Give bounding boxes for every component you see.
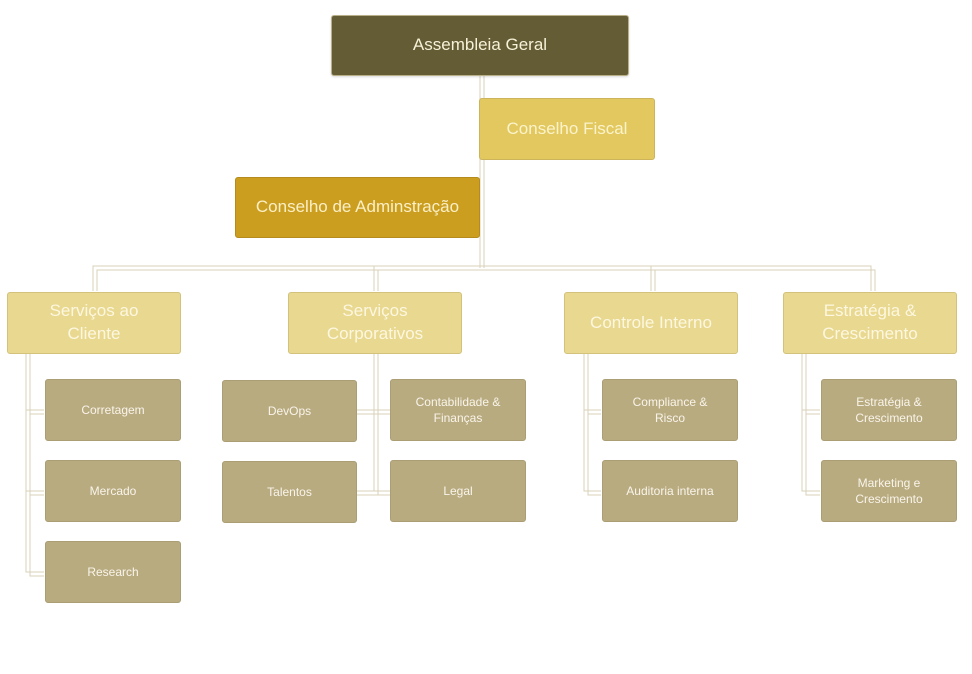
node-label-line1: Controle Interno <box>590 312 712 332</box>
node-label-line1: Mercado <box>89 483 137 498</box>
node-label: Conselho de Adminstração <box>255 197 460 217</box>
node-label-line1: Serviços <box>342 301 408 321</box>
node-label-line1: Corretagem <box>81 402 145 417</box>
unit-research: Research <box>45 541 181 603</box>
node-label-line1: Auditoria interna <box>626 483 714 498</box>
department-controle-interno: Controle Interno <box>564 292 738 354</box>
node-label-line2: Corporativos <box>326 324 424 343</box>
node-label: Conselho Fiscal <box>506 118 628 138</box>
bus-connector-shadow <box>96 269 876 291</box>
node-label-line1: Contabilidade & <box>415 394 501 409</box>
dept1-connector <box>25 354 44 573</box>
dept3-connector <box>583 354 601 492</box>
unit-devops: DevOps <box>222 380 357 442</box>
node-label-line1: Legal <box>443 483 473 498</box>
node-label-line1: Serviços ao <box>49 301 139 321</box>
unit-corretagem: Corretagem <box>45 379 181 441</box>
node-label-line1: Compliance & <box>632 394 708 409</box>
conselho-fiscal-node: Conselho Fiscal <box>479 98 655 160</box>
assembleia-geral-node: Assembleia Geral <box>331 15 629 76</box>
node-label-line2: Crescimento <box>855 411 923 425</box>
unit-mercado: Mercado <box>45 460 181 522</box>
dept1-connector-shadow <box>29 354 44 577</box>
node-label-line2: Crescimento <box>855 492 923 506</box>
dept4-connector <box>801 354 820 492</box>
unit-auditoria-interna: Auditoria interna <box>602 460 738 522</box>
node-label-line1: Research <box>87 564 139 579</box>
node-label-line2: Cliente <box>67 324 121 343</box>
department-servicos-cliente: Serviços ao Cliente <box>7 292 181 354</box>
department-estrategia-crescimento: Estratégia & Crescimento <box>783 292 957 354</box>
node-label-line2: Crescimento <box>822 324 918 343</box>
unit-contabilidade-financas: Contabilidade & Finanças <box>390 379 526 441</box>
dept3-connector-shadow <box>587 354 601 496</box>
unit-compliance-risco: Compliance & Risco <box>602 379 738 441</box>
unit-legal: Legal <box>390 460 526 522</box>
node-label-line1: Marketing e <box>857 475 921 490</box>
node-label-line1: Estratégia & <box>856 394 922 409</box>
unit-talentos: Talentos <box>222 461 357 523</box>
conselho-administracao-node: Conselho de Adminstração <box>235 177 480 238</box>
bus-connector <box>92 265 872 291</box>
node-label-line2: Risco <box>654 411 685 425</box>
dept4-connector-shadow <box>805 354 820 496</box>
unit-estrategia-crescimento: Estratégia & Crescimento <box>821 379 957 441</box>
node-label-line1: Estratégia & <box>823 301 917 321</box>
node-label-line2: Finanças <box>433 411 483 425</box>
unit-marketing-crescimento: Marketing e Crescimento <box>821 460 957 522</box>
node-label: Assembleia Geral <box>412 35 548 55</box>
node-label-line1: DevOps <box>267 403 312 418</box>
node-label-line1: Talentos <box>267 484 312 499</box>
department-servicos-corporativos: Serviços Corporativos <box>288 292 462 354</box>
